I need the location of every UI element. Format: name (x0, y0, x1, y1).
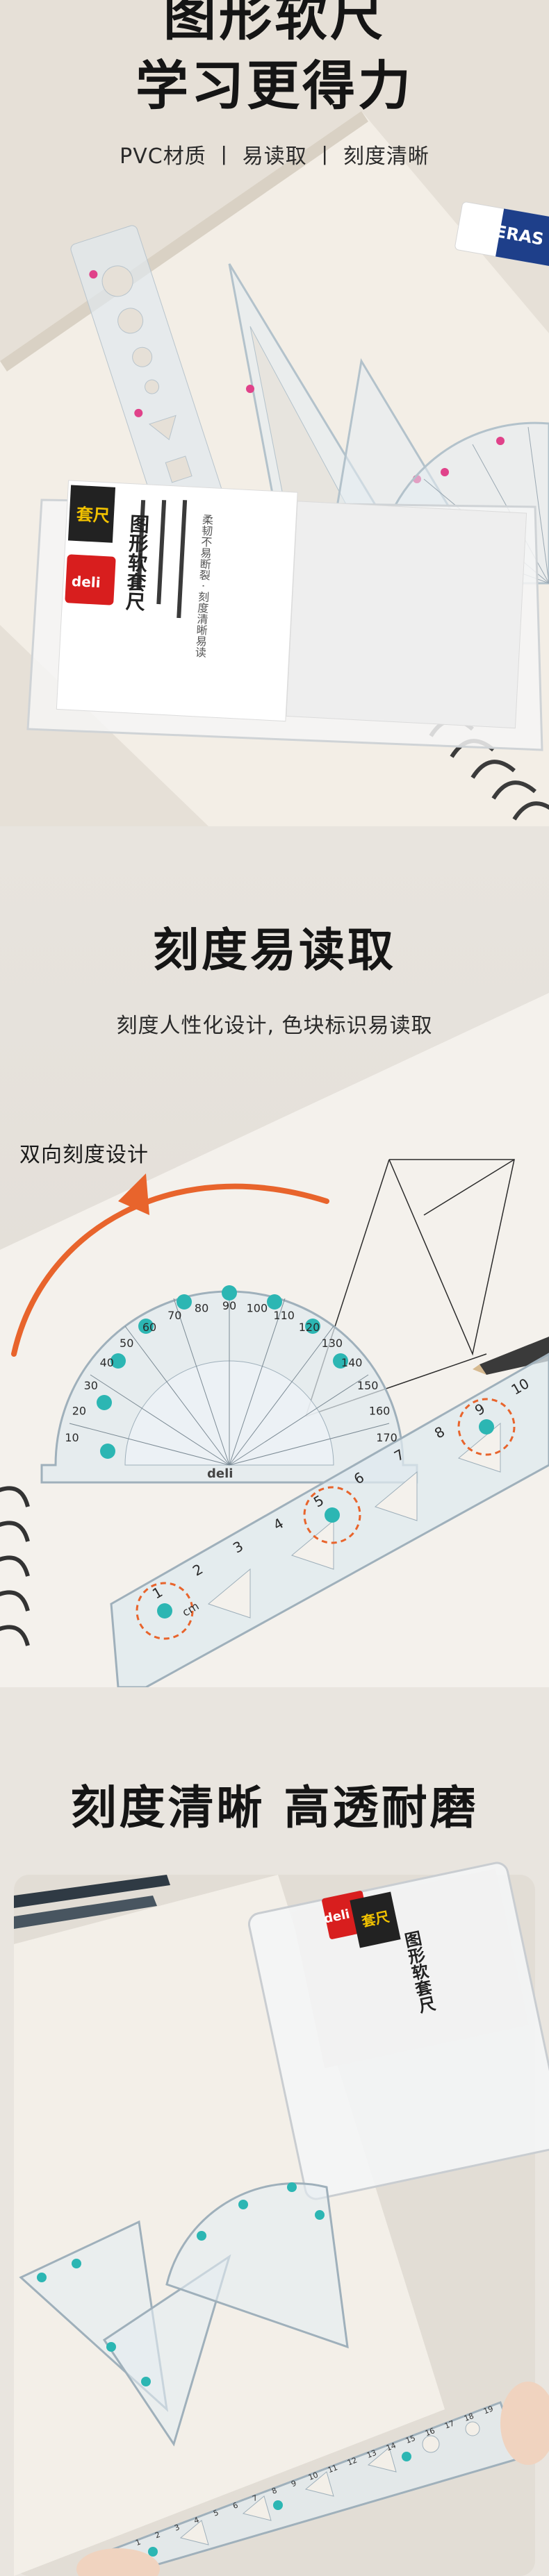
protractor-scale-label: 100 (247, 1302, 268, 1315)
long-ruler-scale-label: 1 (134, 2537, 142, 2548)
protractor-scale-label: 90 (222, 1299, 236, 1312)
protractor-scale-label: 70 (167, 1309, 181, 1322)
long-ruler-scale-label: 16 (424, 2426, 436, 2438)
bidirectional-scale-callout: 双向刻度设计 (19, 1143, 149, 1167)
protractor-scale-label: 10 (65, 1431, 79, 1444)
hero-section: 图形软尺 学习更得力 PVC材质 丨 易读取 丨 刻度清晰 ERAS deli … (0, 0, 549, 826)
hero-title-line-1: 图形软尺 (163, 0, 386, 47)
set-square-flat (19, 2220, 231, 2447)
eraser (454, 201, 549, 269)
hero-photo (0, 0, 549, 826)
protractor-scale-label: 30 (84, 1379, 98, 1392)
protractor-scale-label: 140 (341, 1356, 363, 1369)
bidirectional-arrow (11, 1153, 329, 1357)
protractor-scale-label: 80 (195, 1302, 208, 1315)
clarity-title: 刻度清晰 高透耐磨 (70, 1781, 479, 1834)
long-ruler-scale-label: 17 (443, 2419, 456, 2431)
package-title: 图形软套尺 (122, 513, 151, 612)
long-ruler-scale-label: 8 (270, 2486, 278, 2496)
long-ruler-scale-label: 12 (346, 2456, 359, 2468)
product-package-top (247, 1862, 549, 2200)
protractor-scale-label: 50 (120, 1337, 133, 1350)
product-package (26, 480, 543, 751)
long-ruler-scale-label: 9 (290, 2479, 297, 2489)
long-ruler-scale-label: 11 (327, 2463, 339, 2475)
hand-right (500, 2382, 549, 2465)
protractor-scale-label: 150 (357, 1379, 379, 1392)
straight-ruler-closeup (110, 1353, 549, 1687)
protractor-flat (165, 2182, 349, 2349)
protractor-scale-label: 40 (100, 1356, 114, 1369)
protractor-scale-label: 60 (142, 1321, 156, 1334)
long-ruler-scale-label: 19 (482, 2404, 495, 2416)
long-ruler-scale-label: 5 (212, 2508, 220, 2518)
hero-title-line-2: 学习更得力 (136, 55, 413, 117)
protractor-scale-label: 120 (299, 1321, 320, 1334)
long-ruler-scale-label: 13 (366, 2448, 378, 2460)
long-ruler-scale-label: 10 (307, 2470, 320, 2482)
protractor-brand: deli (207, 1466, 233, 1481)
protractor-closeup (40, 1285, 418, 1484)
pencil (473, 1337, 549, 1375)
long-ruler-scale-label: 3 (173, 2523, 181, 2533)
readability-title: 刻度易读取 (153, 923, 396, 977)
package-badge: 套尺 (76, 504, 110, 526)
protractor-scale-label: 170 (376, 1431, 398, 1444)
pencils (14, 1875, 170, 1929)
protractor-scale-label: 130 (322, 1337, 343, 1350)
long-ruler-scale-label: 4 (192, 2516, 200, 2526)
hero-feature-list: PVC材质 丨 易读取 丨 刻度清晰 (120, 144, 429, 169)
long-ruler-scale-label: 7 (251, 2493, 259, 2504)
long-ruler-scale-label: 18 (463, 2411, 475, 2423)
long-ruler-scale-label: 6 (231, 2500, 239, 2511)
hand-left (76, 2548, 160, 2576)
long-ruler-scale-label: 2 (154, 2530, 161, 2541)
protractor-scale-label: 110 (273, 1309, 295, 1322)
protractor-scale-label: 160 (369, 1404, 391, 1417)
long-ruler-scale-label: 15 (404, 2434, 417, 2445)
package-brand-logo: deli (71, 572, 101, 592)
protractor-scale-label: 20 (72, 1404, 86, 1417)
readability-subtitle: 刻度人性化设计, 色块标识易读取 (116, 1014, 433, 1038)
long-ruler-scale-label: 14 (385, 2441, 398, 2452)
notebook-spiral (0, 1486, 30, 1646)
